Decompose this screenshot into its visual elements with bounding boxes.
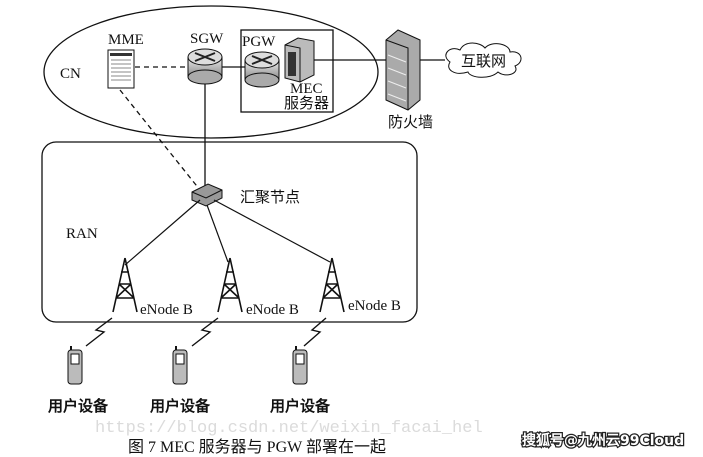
enodeb-label: eNode B — [348, 298, 401, 314]
figure-caption: 图 7 MEC 服务器与 PGW 部署在一起 — [128, 438, 386, 456]
agg-enb2-link — [206, 204, 229, 263]
cn-label: CN — [60, 66, 81, 82]
sgw-router-icon — [187, 48, 223, 85]
agg-enb1-link — [124, 199, 201, 266]
ue-label: 用户设备 — [48, 397, 109, 415]
internet-cloud-icon — [445, 42, 522, 78]
mme-label: MME — [108, 32, 144, 48]
mec-label-line1: MEC — [290, 81, 323, 97]
enodeb-label: eNode B — [246, 302, 299, 318]
enodeb-tower-icon — [112, 257, 138, 313]
phone-icon — [67, 346, 83, 385]
sgw-label: SGW — [190, 31, 224, 47]
enodeb-label: eNode B — [140, 302, 193, 318]
ran-label: RAN — [66, 226, 98, 242]
mme-server-icon — [107, 49, 135, 89]
watermark: 搜狐号@九州云99Cloud — [522, 432, 684, 449]
enodeb-tower-icon — [217, 257, 243, 313]
wireless-link-icon — [85, 317, 113, 347]
cn-ellipse — [43, 5, 379, 139]
wireless-link-icon — [303, 317, 327, 347]
firewall-icon — [385, 29, 421, 111]
mme-agg-link — [119, 89, 201, 191]
ran-box — [41, 141, 418, 323]
wireless-link-icon — [191, 317, 219, 347]
phone-icon — [172, 346, 188, 385]
pgw-mec-box — [240, 29, 334, 113]
mec-label-line2: 服务器 — [284, 95, 329, 112]
phone-icon — [292, 346, 308, 385]
firewall-label: 防火墙 — [388, 114, 433, 131]
aggregation-label: 汇聚节点 — [240, 189, 300, 206]
ue-label: 用户设备 — [150, 397, 211, 415]
pgw-router-icon — [244, 51, 280, 88]
enodeb-tower-icon — [319, 257, 345, 313]
agg-enb3-link — [213, 199, 331, 263]
ue-label: 用户设备 — [270, 397, 331, 415]
mec-server-icon — [284, 37, 315, 83]
watermark-url: https://blog.csdn.net/weixin_facai_hel — [95, 419, 483, 438]
pgw-label: PGW — [242, 34, 276, 50]
internet-label: 互联网 — [461, 53, 506, 70]
